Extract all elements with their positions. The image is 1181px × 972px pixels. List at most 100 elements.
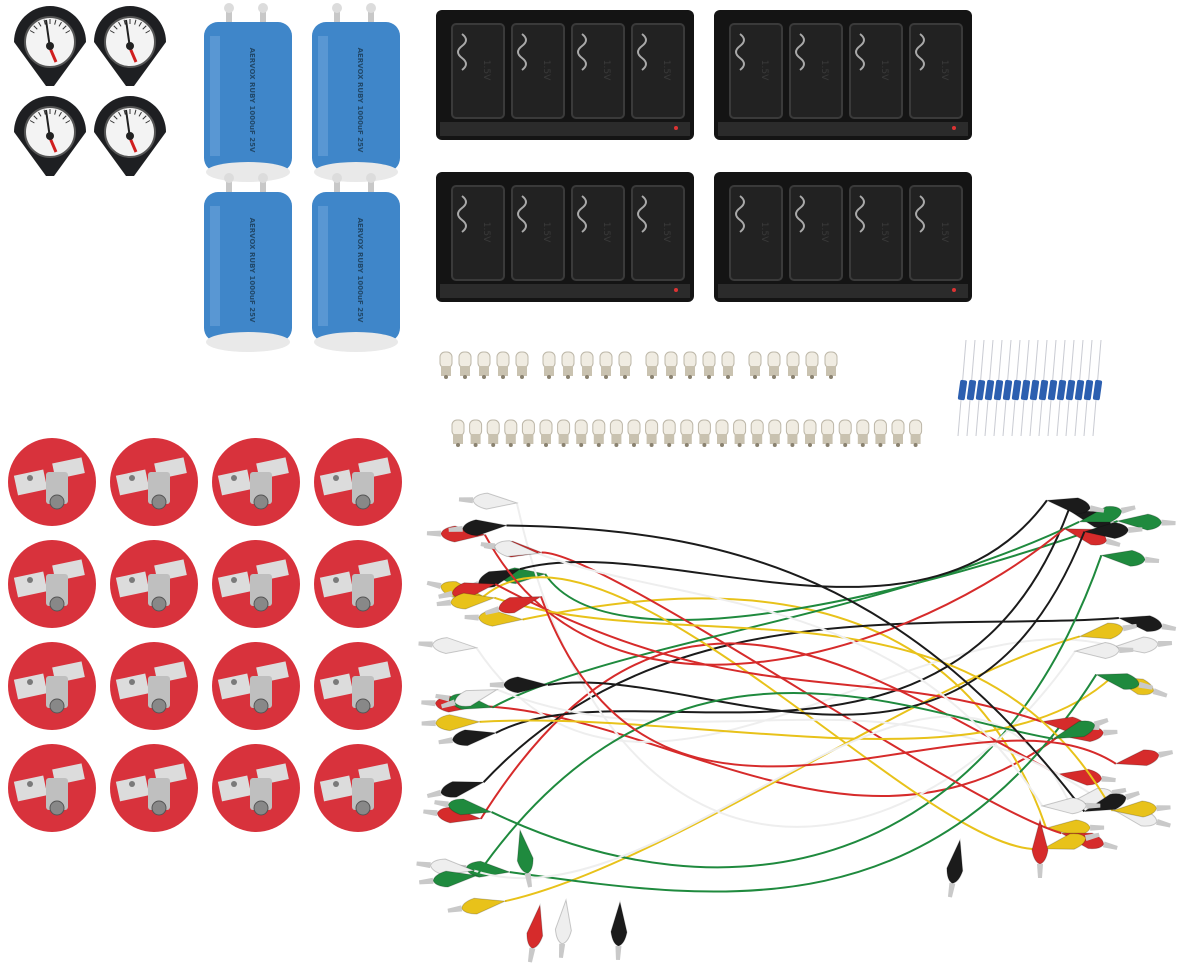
capacitor-label: AERVOX RUBY 1000uF 25V [356,48,364,153]
bulb-glass [821,419,835,437]
socket-clip-left [115,673,150,700]
lead-wire [522,597,1048,829]
clip-jaw [434,800,449,808]
socket-clip-left [13,571,48,598]
bulb-socket-group [8,438,402,832]
bulb [458,351,472,379]
bulb-socket [212,744,300,832]
capacitor-terminal-cap [258,3,268,13]
bulb [733,419,747,447]
bulb-base [734,434,745,444]
holder-slot [451,185,505,281]
bulb-contact [829,375,833,379]
socket-screw [151,698,167,714]
socket-screw [151,596,167,612]
resistor-body [1092,379,1103,401]
clip-jaw [484,606,500,616]
alligator-clip [1041,832,1100,850]
holder-spring [795,195,805,233]
meter-tick [109,120,115,124]
bulb-contact [561,443,566,447]
socket-rivet [129,577,135,583]
clip-boot [462,519,509,537]
clip-jaw [426,789,442,799]
bulb-base [460,366,470,376]
bulb-base [875,434,886,444]
holder-rim [440,284,690,298]
holder-slot [909,185,963,281]
clip-jaw [448,525,463,532]
bulb-base [723,366,733,376]
socket-screw [355,698,371,714]
holder-polarity-mark [952,288,956,292]
resistor [957,339,968,437]
capacitor-end [314,162,398,182]
bulb-glass [750,419,764,437]
bulb-glass [662,419,676,437]
bulb-glass [557,419,571,437]
bulb-contact [669,375,673,379]
alligator-clip [436,592,497,610]
holder-spring [637,33,647,71]
meter-tick [134,109,137,115]
resistor [1056,339,1067,437]
bulb-contact [650,375,654,379]
bulb [496,351,510,379]
socket-screw [355,596,371,612]
alligator-clip [1115,513,1176,531]
socket-holder [148,778,170,810]
bulb [539,419,553,447]
bulb-base [488,434,499,444]
bulb-base [826,366,836,376]
bulb-socket [110,438,198,526]
bulb-contact [896,443,900,447]
bulb-contact [707,375,711,379]
bulb [515,351,529,379]
capacitor-terminal-cap [332,173,342,183]
bulb-base [685,366,695,376]
socket-holder [352,778,374,810]
bulb-contact [491,443,496,447]
holder-label: 1.5V [661,222,671,243]
meter-tick [109,30,115,34]
bulb-contact [585,375,589,379]
bulb-contact [790,443,795,447]
capacitor-terminal-cap [224,173,234,183]
capacitor-highlight [318,206,328,326]
clip-jaw [524,872,533,888]
alligator-clip [423,806,483,824]
holder-spring [577,195,587,233]
capacitor-terminal-cap [332,3,342,13]
capacitor-group: AERVOX RUBY 1000uF 25V AERVOX RUBY 1000uF… [204,3,400,352]
lead-wire [480,642,1059,820]
resistor-body [1065,379,1076,401]
bulb-base [893,434,903,444]
meter-tick [54,19,57,25]
bulb-contact [878,443,883,447]
alligator-clip [1094,673,1154,690]
galvanometer-group [14,6,166,176]
bulb [580,351,594,379]
capacitor-label: AERVOX RUBY 1000uF 25V [248,48,256,153]
clip-jaw [1144,556,1160,564]
holder-spring [457,33,467,71]
meter-tick [123,109,126,115]
holder-label: 1.5V [601,222,611,243]
bulb-glass [909,419,923,437]
capacitor-terminal-cap [258,173,268,183]
bulb-base [441,366,451,376]
bulb [856,419,870,447]
holder-spring [915,33,925,71]
bulb-glass [838,419,852,437]
bulb-base [717,434,727,444]
socket-clip-left [217,469,252,496]
bulb-base [544,366,554,376]
alligator-clip [426,781,486,799]
bulb-base [704,366,714,376]
capacitor-body [204,192,292,342]
bulb-group [439,351,923,447]
bulb [768,419,782,447]
resistor [1020,339,1031,437]
bulb-base [601,366,611,376]
bulb-base [805,434,815,444]
